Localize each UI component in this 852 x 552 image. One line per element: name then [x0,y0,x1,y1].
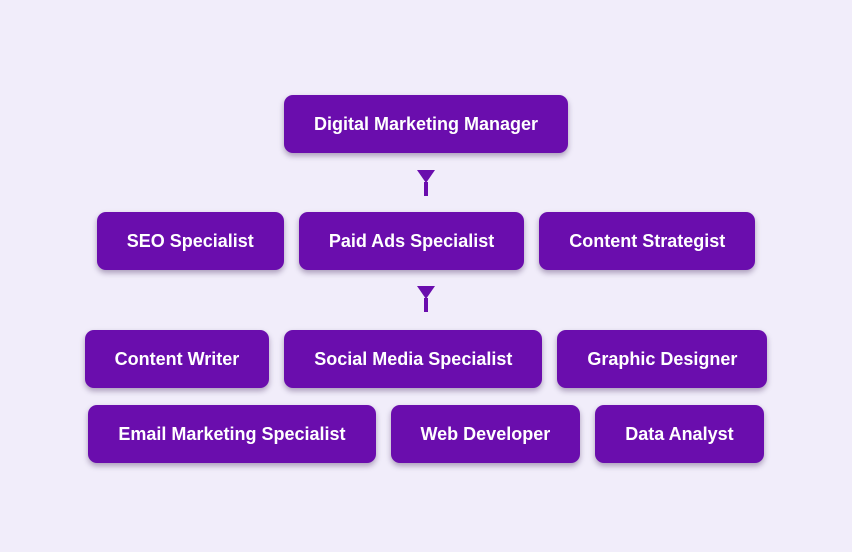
org-level-4: Email Marketing Specialist Web Developer… [88,405,764,463]
arrow-head [417,286,435,299]
node-data-analyst: Data Analyst [595,405,764,463]
node-seo-specialist: SEO Specialist [96,212,284,270]
node-paid-ads-specialist: Paid Ads Specialist [298,212,525,270]
down-arrow-icon [417,170,435,196]
org-level-2: SEO Specialist Paid Ads Specialist Conte… [96,212,756,270]
node-social-media-specialist: Social Media Specialist [284,330,543,388]
arrow-head [417,170,435,183]
node-digital-marketing-manager: Digital Marketing Manager [283,95,569,153]
org-level-3: Content Writer Social Media Specialist G… [84,330,768,388]
node-graphic-designer: Graphic Designer [557,330,768,388]
node-web-developer: Web Developer [390,405,581,463]
arrow-stem [424,298,428,312]
down-arrow-icon [417,286,435,312]
org-level-1: Digital Marketing Manager [283,95,569,153]
node-content-strategist: Content Strategist [539,212,756,270]
node-content-writer: Content Writer [84,330,270,388]
node-email-marketing-specialist: Email Marketing Specialist [88,405,376,463]
arrow-stem [424,182,428,196]
